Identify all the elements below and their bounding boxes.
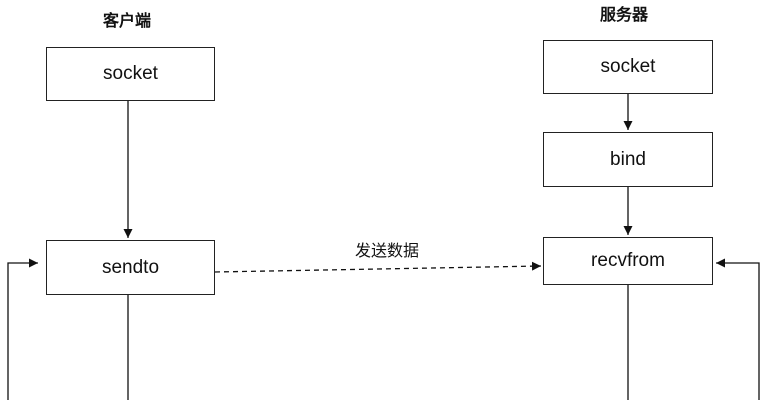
client-sendto-label: sendto [101,256,160,278]
server-bind-box: bind [543,132,713,187]
client-title: 客户端 [103,11,152,30]
server-title: 服务器 [600,5,649,24]
client-socket-label: socket [103,63,158,84]
client-loop-back-arrow [7,258,38,400]
send-data-label: 发送数据 [355,241,420,260]
server-recvfrom-label: recvfrom [591,250,665,271]
send-data-dashed-arrow [214,261,542,273]
server-recvfrom-box: recvfrom [543,237,713,285]
client-socket-box: socket [46,47,215,101]
client-sendto-box: sendto [46,240,215,295]
server-socket-box: socket [543,40,713,94]
server-bind-label: bind [610,148,646,170]
server-socket-label: socket [600,56,656,77]
server-loop-back-arrow [716,258,760,400]
